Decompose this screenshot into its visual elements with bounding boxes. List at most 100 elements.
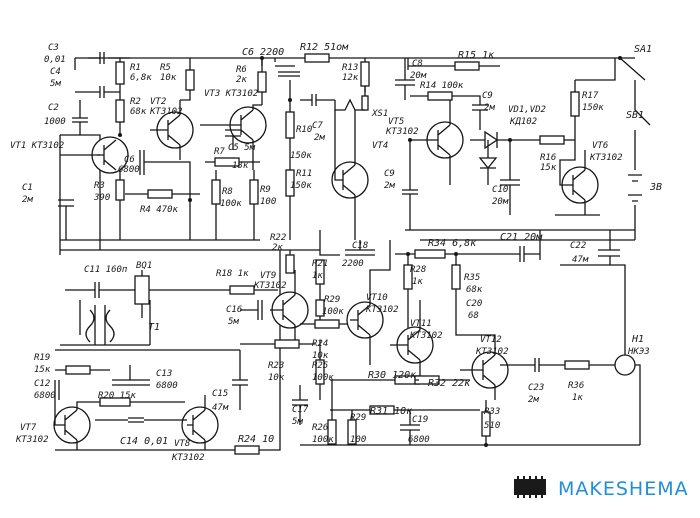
label-c6a-value: 6800 xyxy=(118,165,140,175)
label-c20-value: 68 xyxy=(468,311,479,321)
label-c9b: C9 xyxy=(384,169,395,179)
label-vt11: VT11 xyxy=(410,319,432,329)
label-c2-value: 1000 xyxy=(44,117,66,127)
label-vt12: VT12 xyxy=(480,335,502,345)
label-vt12-value: КТ3102 xyxy=(475,347,509,357)
label-r11-value: 150к xyxy=(290,181,312,191)
label-r10: R10 xyxy=(296,125,312,135)
label-r23: R23 xyxy=(268,361,284,371)
label-r20: R20 15к xyxy=(98,391,137,401)
ground-bus xyxy=(60,230,340,256)
label-c7: C7 xyxy=(312,121,323,131)
label-c9: C9 xyxy=(482,91,493,101)
label-c8-value: 20м xyxy=(410,71,427,81)
label-c2: C2 xyxy=(48,103,59,113)
label-h1-value: НКЭ3 xyxy=(627,347,650,357)
label-vt10: VT10 xyxy=(366,293,388,303)
label-sa1: SA1 xyxy=(634,44,652,55)
label-c14: C14 0,01 xyxy=(120,436,168,447)
label-r28-value: 1к xyxy=(412,277,423,287)
label-r30: R30 120к xyxy=(368,370,417,381)
vt4-stage xyxy=(304,53,370,240)
label-c7-value: 2м xyxy=(314,133,325,143)
label-r14: R14 100к xyxy=(420,81,464,91)
label-vt4: VT4 xyxy=(372,141,388,151)
label-r36-value: 1к xyxy=(572,393,583,403)
label-r13: R13 xyxy=(342,63,358,73)
label-r36: R36 xyxy=(568,381,584,391)
label-r18: R18 1к xyxy=(216,269,249,279)
label-c1-value: 2м xyxy=(22,195,33,205)
label-r13-value: 12к xyxy=(342,73,359,83)
label-r17: R17 xyxy=(582,91,599,101)
label-vt7: VT7 xyxy=(20,423,37,433)
label-t1: T1 xyxy=(148,322,160,333)
label-vd: VD1,VD2 xyxy=(508,105,546,115)
label-bq1: BQ1 xyxy=(136,261,152,271)
label-c6a: C6 xyxy=(124,155,135,165)
label-vt10-value: КТ3102 xyxy=(365,305,399,315)
label-r23-value: 10к xyxy=(268,373,285,383)
label-r1: R1 xyxy=(130,63,141,73)
label-r9: R9 xyxy=(260,185,271,195)
label-r6-value: 2к xyxy=(236,75,247,85)
label-r5: R5 xyxy=(160,63,171,73)
c8 xyxy=(395,58,415,100)
label-r35-value: 68к xyxy=(466,285,483,295)
label-vt8: VT8 xyxy=(174,439,190,449)
label-vt3: VT3 КТ3102 xyxy=(204,89,258,99)
label-r26: R26 xyxy=(312,423,328,433)
label-r34: R34 6,8к xyxy=(428,238,477,249)
label-r4: R4 470к xyxy=(140,205,179,215)
label-r32: R32 22к xyxy=(428,378,471,389)
label-c9-value: 2м xyxy=(484,103,495,113)
label-r3: R3 xyxy=(94,181,105,191)
label-h1: H1 xyxy=(631,334,644,345)
label-r8-value: 100к xyxy=(220,199,242,209)
label-c22-value: 47м xyxy=(572,255,589,265)
label-c16: C16 xyxy=(226,305,242,315)
label-sb1: SB1 xyxy=(626,110,644,121)
component-labels: C3 0,01 C4 5м C2 1000 VT1 КТ3102 C1 2м R… xyxy=(10,42,662,463)
label-c12-value: 6800 xyxy=(34,391,56,401)
label-vt8-value: КТ3102 xyxy=(171,453,205,463)
label-r10-value: 150к xyxy=(290,151,312,161)
label-vt2-value: КТ3102 xyxy=(149,107,183,117)
label-vt9: VT9 xyxy=(260,271,276,281)
label-c22: C22 xyxy=(570,241,586,251)
label-r24-value: 10к xyxy=(312,351,329,361)
label-r16: R16 xyxy=(540,153,556,163)
label-c16-value: 5м xyxy=(228,317,239,327)
label-r29: R29 xyxy=(324,295,340,305)
label-c4-value: 5м xyxy=(50,79,61,89)
label-c21: C21 20м xyxy=(500,232,543,243)
label-c5: C5 5м xyxy=(228,143,256,153)
label-r6: R6 xyxy=(236,65,247,75)
label-vt11-value: КТ3102 xyxy=(409,331,443,341)
label-r24b: R24 10 xyxy=(238,434,274,445)
label-c6: C6 2200 xyxy=(242,47,284,58)
label-r1-value: 6,8к xyxy=(130,73,152,83)
label-r11: R11 xyxy=(296,169,312,179)
label-r17-value: 150к xyxy=(582,103,604,113)
label-c3-value: 0,01 xyxy=(44,55,66,65)
label-vd-value: КД102 xyxy=(509,117,537,127)
label-c1: C1 xyxy=(22,183,33,193)
label-c18-value: 2200 xyxy=(342,259,364,269)
label-r21: R21 xyxy=(312,259,328,269)
label-c12: C12 xyxy=(34,379,50,389)
label-c4: C4 xyxy=(50,67,61,77)
label-c11: C11 160п xyxy=(84,265,128,275)
label-r33-value: 510 xyxy=(484,421,500,431)
label-c23: C23 xyxy=(528,383,544,393)
label-r26-value: 100к xyxy=(312,435,334,445)
amplifier xyxy=(292,230,641,447)
label-r33: R33 xyxy=(484,407,500,417)
label-vt2: VT2 xyxy=(150,97,166,107)
label-r15: R15 1к xyxy=(458,50,495,61)
label-r2-value: 68к xyxy=(130,107,147,117)
label-vt6: VT6 xyxy=(592,141,608,151)
label-c3: C3 xyxy=(48,43,59,53)
label-r7-value: 18к xyxy=(232,161,249,171)
